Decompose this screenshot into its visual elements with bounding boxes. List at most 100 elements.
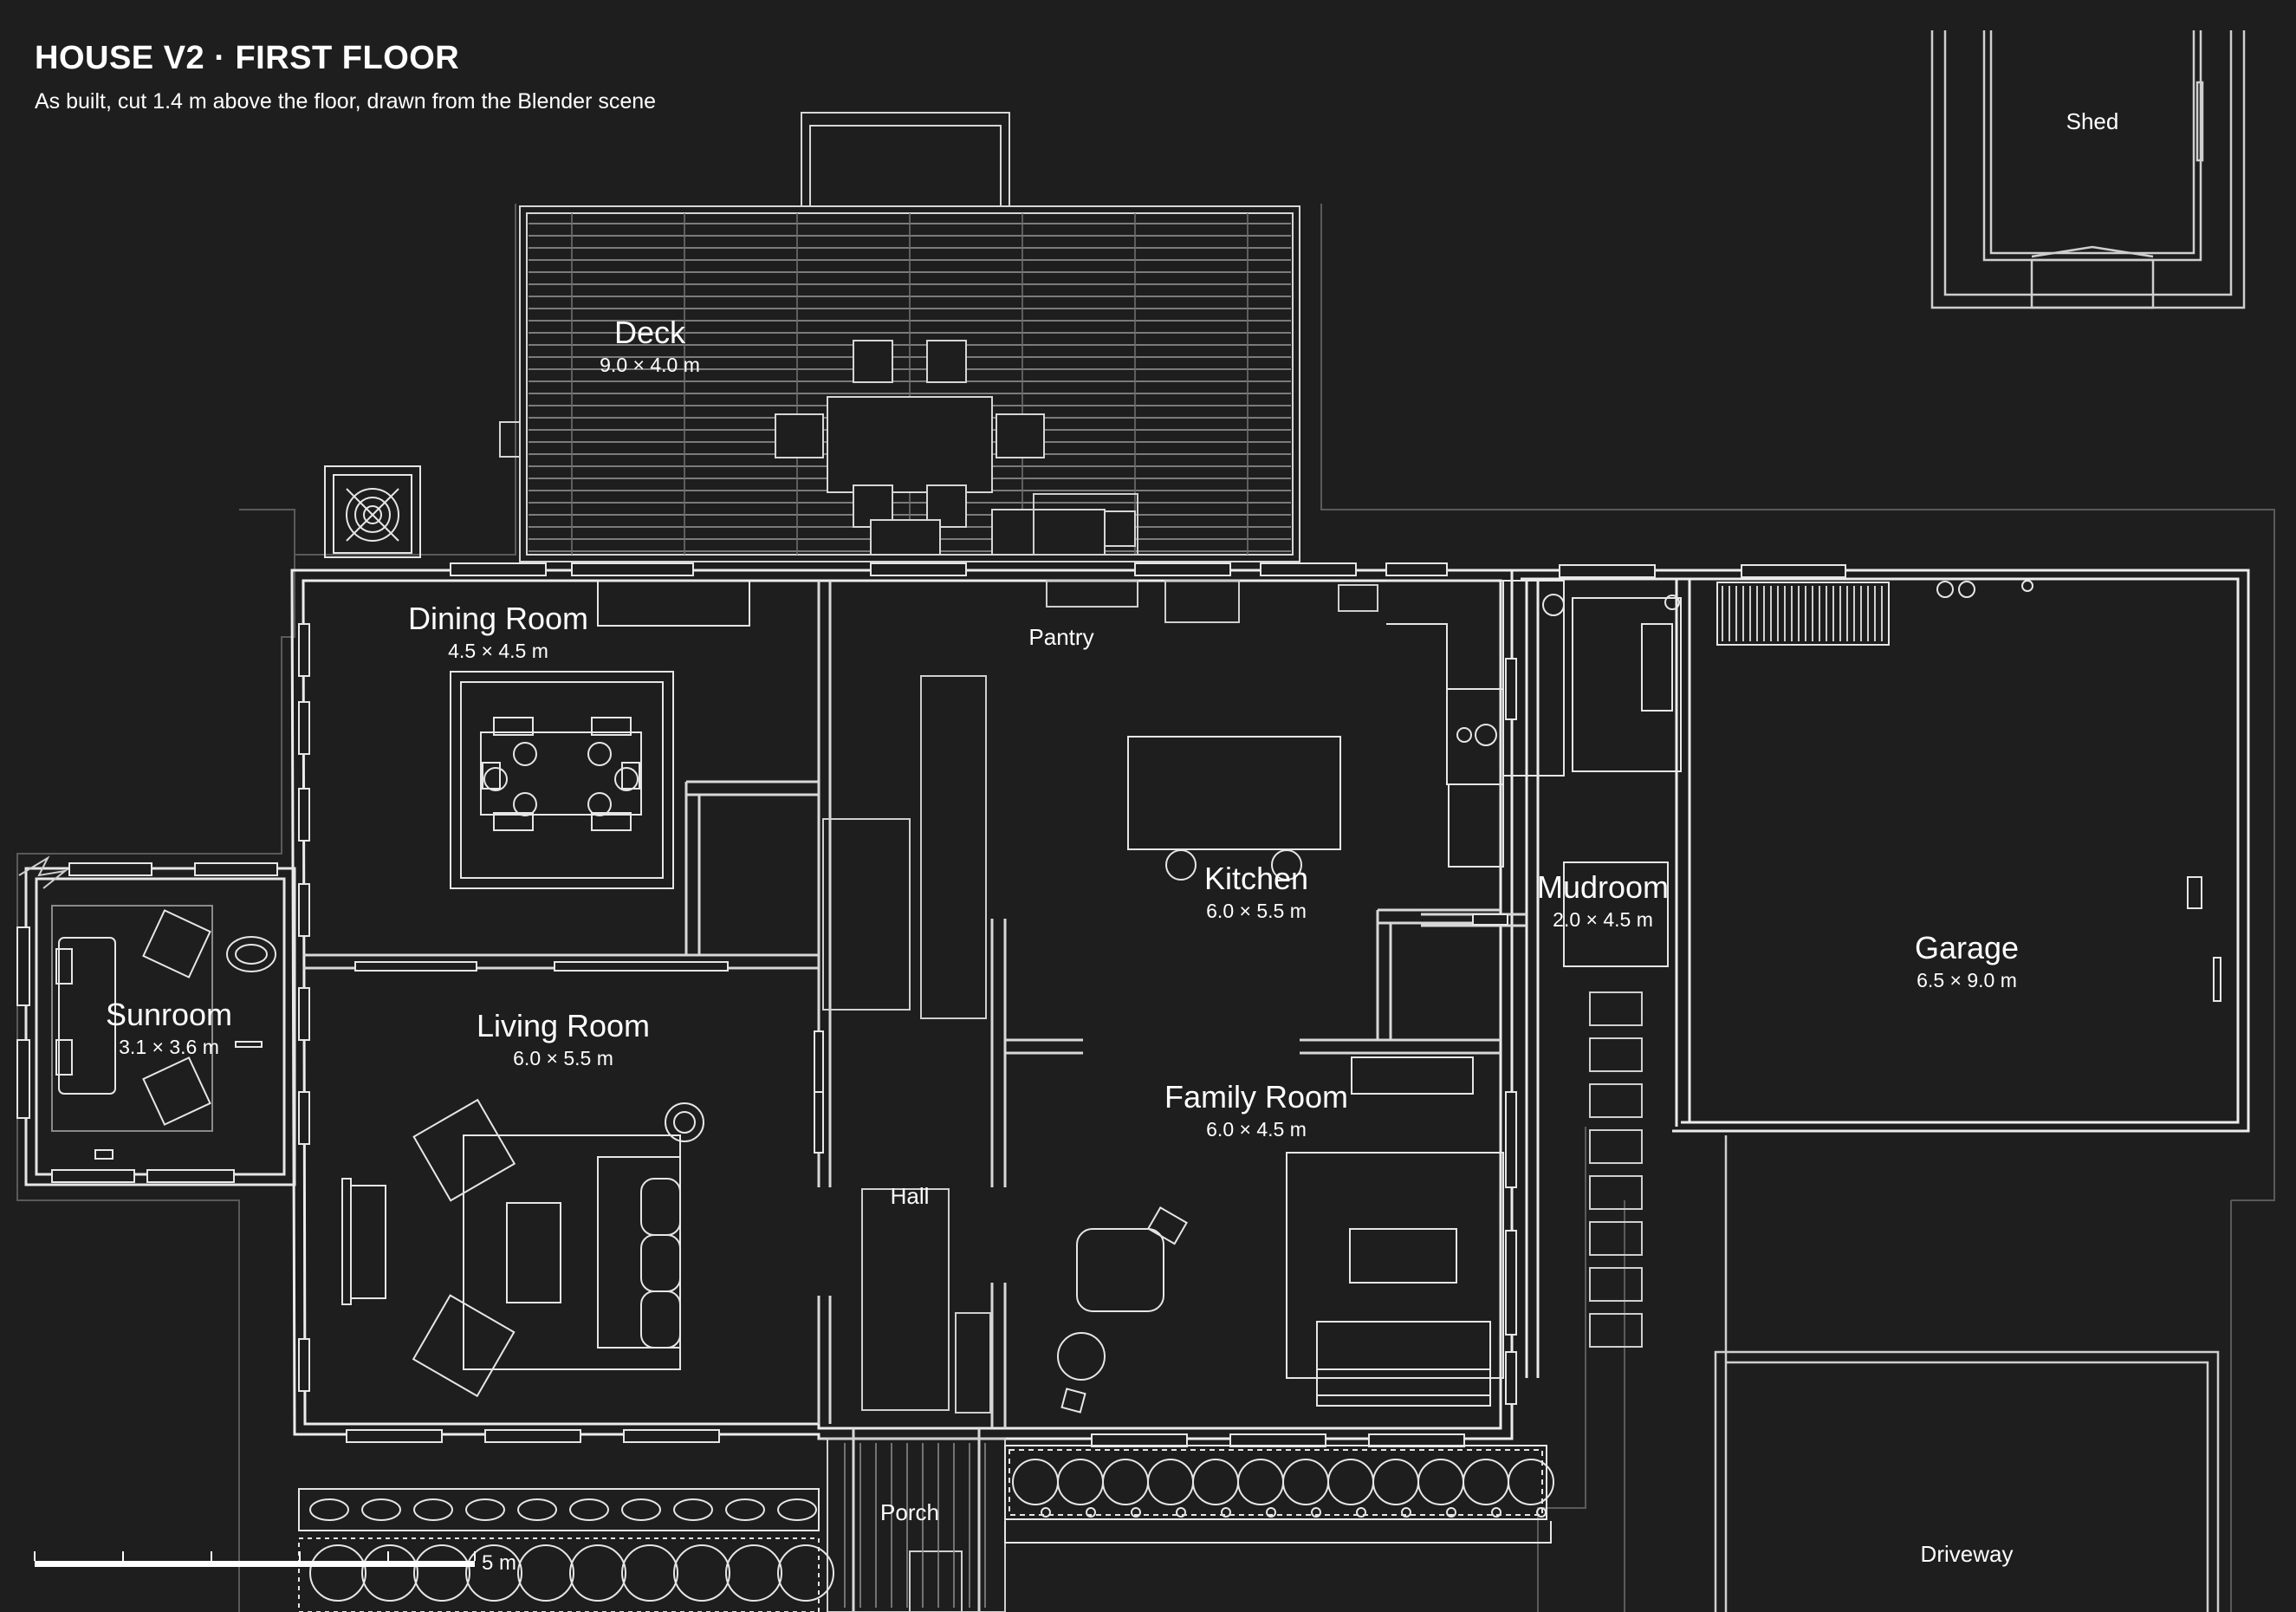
window [1260, 562, 1357, 576]
room-name-sunroom: Sunroom [105, 997, 233, 1032]
window [298, 1338, 310, 1392]
window [1505, 1351, 1517, 1405]
window [1741, 564, 1846, 578]
garage-shelf-slats [1722, 586, 1883, 641]
shrub [725, 1544, 782, 1602]
scale-bar-label: 5 m [482, 1551, 517, 1575]
front-planters [298, 1445, 1552, 1612]
window [484, 1429, 581, 1443]
window [814, 1030, 824, 1093]
plan-title: HOUSE V2 · FIRST FLOOR [35, 40, 460, 76]
shrub-dot [1086, 1507, 1096, 1518]
shrub-dot [1131, 1507, 1141, 1518]
planter-pot [517, 1498, 557, 1521]
shrub-dot [1041, 1507, 1051, 1518]
room-dims-family: 6.0 × 4.5 m [1206, 1118, 1307, 1141]
room-name-kitchen: Kitchen [1203, 861, 1309, 896]
planter-pot [673, 1498, 713, 1521]
room-dims-garage: 6.5 × 9.0 m [1917, 969, 2017, 991]
window [298, 701, 310, 755]
room-dims-mudroom: 2.0 × 4.5 m [1553, 908, 1653, 931]
window [1505, 1230, 1517, 1336]
room-dims-sunroom: 3.1 × 3.6 m [119, 1036, 219, 1058]
room-dims-living: 6.0 × 5.5 m [513, 1047, 613, 1069]
scale-bar [34, 1551, 476, 1567]
window [450, 562, 547, 576]
shrub-dot [1446, 1507, 1456, 1518]
room-name-living: Living Room [476, 1008, 651, 1043]
room-dims-deck: 9.0 × 4.0 m [600, 354, 700, 376]
step [1589, 1083, 1643, 1118]
shrub-dot [1311, 1507, 1321, 1518]
window [354, 961, 477, 972]
site-outline [16, 204, 2275, 1612]
planter-pot [725, 1498, 765, 1521]
window [623, 1429, 720, 1443]
plan-subtitle: As built, cut 1.4 m above the floor, dra… [35, 89, 657, 114]
family-furniture [1057, 1056, 1504, 1414]
room-name-deck: Deck [613, 315, 686, 350]
window [1505, 658, 1517, 720]
window [1385, 562, 1448, 576]
window [68, 862, 152, 876]
window [16, 1039, 30, 1119]
room-name-dining: Dining Room [407, 601, 589, 636]
step [1589, 1221, 1643, 1256]
window-openings [16, 562, 1846, 1447]
window [814, 1091, 824, 1154]
step [1589, 1175, 1643, 1210]
shrub [1508, 1459, 1554, 1505]
window [298, 883, 310, 937]
planter-pot [621, 1498, 661, 1521]
pantry-label: Pantry [1028, 624, 1094, 650]
porch-slats [844, 1443, 986, 1608]
window [298, 1091, 310, 1145]
shrub [309, 1544, 366, 1602]
shrub [621, 1544, 678, 1602]
driveway [1714, 1135, 2220, 1612]
driveway-label: Driveway [1920, 1541, 2014, 1567]
window [16, 926, 30, 1006]
planter-pot [465, 1498, 505, 1521]
porch-label: Porch [880, 1499, 939, 1525]
interior-walls [303, 581, 1527, 1612]
room-name-garage: Garage [1914, 930, 2020, 965]
step [1589, 991, 1643, 1026]
window [298, 788, 310, 842]
shed-walls [1930, 30, 2246, 309]
hall-fixtures [822, 493, 1378, 1414]
step [1589, 1037, 1643, 1072]
step [1589, 1129, 1643, 1164]
window [554, 961, 729, 972]
side-steps [1589, 991, 1643, 1348]
deck-furniture [775, 340, 1136, 556]
shrub [413, 1544, 470, 1602]
shrub-dot [1401, 1507, 1411, 1518]
dining-furniture [450, 580, 750, 889]
window [1505, 1091, 1517, 1188]
hall-label: Hall [890, 1183, 930, 1209]
window [346, 1429, 443, 1443]
room-name-mudroom: Mudroom [1536, 869, 1670, 905]
room-name-family: Family Room [1164, 1079, 1349, 1115]
shrub [361, 1544, 418, 1602]
shrub-dot [1356, 1507, 1366, 1518]
shrub-dot [1536, 1507, 1547, 1518]
deck-boards [529, 213, 1291, 555]
shrub [465, 1544, 522, 1602]
shrub-dot [1176, 1507, 1186, 1518]
shrub-dot [1266, 1507, 1276, 1518]
mudroom-fixtures [1542, 594, 1682, 967]
shrub-dot [1221, 1507, 1231, 1518]
window [298, 987, 310, 1041]
kitchen-fixtures [1127, 580, 1565, 881]
planter-pot [569, 1498, 609, 1521]
window [1368, 1433, 1465, 1447]
shrub [777, 1544, 834, 1602]
window [298, 623, 310, 677]
window [571, 562, 694, 576]
planter-pot [361, 1498, 401, 1521]
shed-label: Shed [2066, 108, 2119, 134]
ac-unit [324, 465, 421, 558]
planter-pot [413, 1498, 453, 1521]
